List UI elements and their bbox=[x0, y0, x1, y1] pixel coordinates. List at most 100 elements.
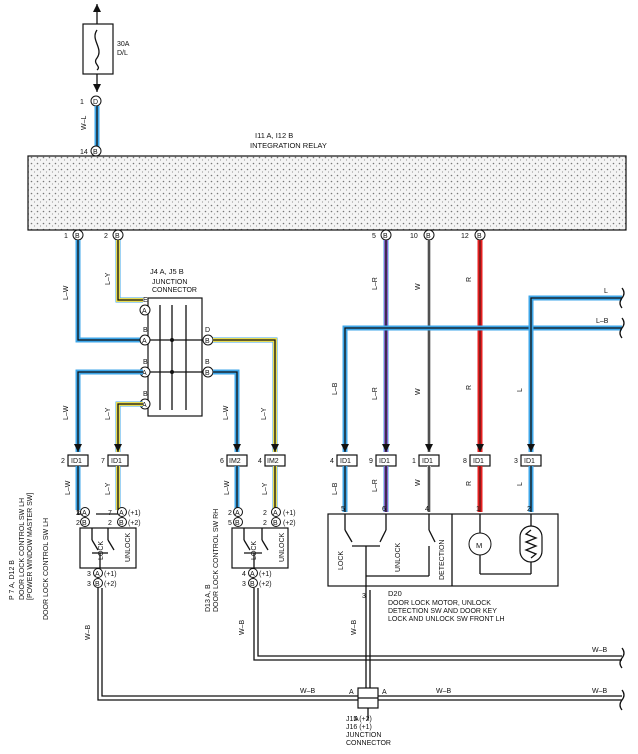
svg-text:4: 4 bbox=[242, 571, 246, 578]
svg-text:9: 9 bbox=[369, 458, 373, 465]
svg-text:5: 5 bbox=[372, 233, 376, 240]
svg-text:(+1): (+1) bbox=[259, 571, 272, 578]
svg-text:IM2: IM2 bbox=[229, 458, 241, 465]
svg-text:R: R bbox=[466, 481, 473, 486]
svg-text:LOCK: LOCK bbox=[338, 551, 345, 570]
svg-text:A: A bbox=[382, 689, 387, 696]
svg-text:B: B bbox=[250, 581, 255, 588]
svg-text:B: B bbox=[205, 370, 210, 377]
svg-text:J15 (+2): J15 (+2) bbox=[346, 716, 372, 723]
svg-text:10: 10 bbox=[410, 233, 418, 240]
svg-text:(+1): (+1) bbox=[104, 571, 117, 578]
fuse-type: D/L bbox=[117, 50, 128, 57]
svg-text:A: A bbox=[235, 510, 240, 517]
svg-text:L–B: L–B bbox=[596, 318, 609, 325]
svg-text:4: 4 bbox=[425, 506, 429, 513]
svg-text:(+1): (+1) bbox=[128, 510, 141, 517]
svg-text:B: B bbox=[82, 520, 87, 527]
junction-label1: JUNCTION bbox=[152, 279, 187, 286]
relay-top-pin: 14 bbox=[80, 149, 88, 156]
fuse-rating: 30A bbox=[117, 41, 130, 48]
svg-text:L–R: L–R bbox=[372, 387, 379, 400]
svg-text:R: R bbox=[466, 277, 473, 282]
wire-label-wl: W–L bbox=[81, 116, 88, 131]
svg-text:A: A bbox=[142, 370, 147, 377]
svg-text:LOCK AND UNLOCK SW FRONT LH: LOCK AND UNLOCK SW FRONT LH bbox=[388, 616, 505, 623]
svg-text:3: 3 bbox=[514, 458, 518, 465]
svg-text:(+2): (+2) bbox=[259, 581, 272, 588]
j15-junction-connector: A A A J15 (+2) J16 (+1) JUNCTION CONNECT… bbox=[346, 687, 391, 747]
svg-text:(+1): (+1) bbox=[283, 510, 296, 517]
svg-text:B: B bbox=[75, 233, 80, 240]
svg-text:J16 (+1): J16 (+1) bbox=[346, 724, 372, 731]
svg-text:UNLOCK: UNLOCK bbox=[395, 542, 402, 572]
relay-ids: I11 A, I12 B bbox=[255, 131, 293, 140]
svg-text:6: 6 bbox=[220, 458, 224, 465]
svg-text:LOCK: LOCK bbox=[251, 541, 258, 560]
svg-text:B: B bbox=[119, 520, 124, 527]
svg-text:A: A bbox=[142, 308, 147, 315]
svg-text:B: B bbox=[205, 338, 210, 345]
svg-text:B: B bbox=[273, 520, 278, 527]
svg-text:W: W bbox=[415, 479, 422, 486]
wire-label-lw-3: L–W bbox=[223, 405, 230, 420]
svg-text:(+2): (+2) bbox=[104, 581, 117, 588]
integration-relay bbox=[27, 155, 627, 231]
svg-text:B: B bbox=[143, 359, 148, 366]
svg-text:L–B: L–B bbox=[332, 382, 339, 395]
d13-code: D13 A, B bbox=[205, 584, 212, 612]
svg-text:L–W: L–W bbox=[224, 480, 231, 495]
svg-text:A: A bbox=[273, 510, 278, 517]
svg-text:W–B: W–B bbox=[239, 620, 246, 636]
svg-text:6: 6 bbox=[382, 506, 386, 513]
svg-text:E: E bbox=[143, 297, 148, 304]
svg-text:W: W bbox=[415, 388, 422, 395]
svg-text:W–B: W–B bbox=[592, 647, 608, 654]
svg-text:7: 7 bbox=[108, 510, 112, 517]
svg-text:ID1: ID1 bbox=[422, 458, 433, 465]
svg-text:3: 3 bbox=[362, 593, 366, 600]
svg-text:B: B bbox=[93, 149, 98, 156]
svg-text:IM2: IM2 bbox=[267, 458, 279, 465]
svg-text:2: 2 bbox=[108, 520, 112, 527]
svg-text:ID1: ID1 bbox=[71, 458, 82, 465]
wire-label-ly-2: L–Y bbox=[105, 407, 112, 420]
svg-text:DOOR LOCK CONTROL SW LH: DOOR LOCK CONTROL SW LH bbox=[19, 498, 26, 600]
wire-label-lw-1: L–W bbox=[63, 285, 70, 300]
svg-text:7: 7 bbox=[101, 458, 105, 465]
svg-text:A: A bbox=[82, 510, 87, 517]
svg-text:B: B bbox=[143, 391, 148, 398]
svg-text:A: A bbox=[95, 571, 100, 578]
d20-door-lock-motor: LOCK UNLOCK DETECTION M 3 D20 DOOR LOCK … bbox=[327, 513, 559, 623]
svg-text:L–R: L–R bbox=[372, 277, 379, 290]
svg-text:B: B bbox=[426, 233, 431, 240]
svg-text:ID1: ID1 bbox=[473, 458, 484, 465]
svg-text:5: 5 bbox=[228, 520, 232, 527]
svg-text:B: B bbox=[95, 581, 100, 588]
svg-text:4: 4 bbox=[330, 458, 334, 465]
svg-text:5: 5 bbox=[341, 506, 345, 513]
connector-row: 2 ID1 7 ID1 6 IM2 4 IM2 4 ID1 9 ID1 1 ID… bbox=[61, 454, 542, 467]
svg-text:2: 2 bbox=[61, 458, 65, 465]
svg-text:L–Y: L–Y bbox=[105, 482, 112, 495]
svg-text:L: L bbox=[517, 388, 524, 392]
svg-text:L–Y: L–Y bbox=[262, 482, 269, 495]
svg-text:L: L bbox=[604, 288, 608, 295]
svg-text:ID1: ID1 bbox=[524, 458, 535, 465]
svg-text:DOOR LOCK CONTROL SW RH: DOOR LOCK CONTROL SW RH bbox=[213, 509, 220, 612]
svg-text:DOOR LOCK CONTROL SW LH: DOOR LOCK CONTROL SW LH bbox=[43, 518, 50, 620]
svg-text:A: A bbox=[119, 510, 124, 517]
wire-label-lw-2: L–W bbox=[63, 405, 70, 420]
svg-text:W–B: W–B bbox=[592, 688, 608, 695]
svg-text:CONNECTOR: CONNECTOR bbox=[346, 740, 391, 747]
svg-text:ID1: ID1 bbox=[111, 458, 122, 465]
svg-text:ID1: ID1 bbox=[379, 458, 390, 465]
svg-text:(+2): (+2) bbox=[283, 520, 296, 527]
svg-text:W–B: W–B bbox=[351, 620, 358, 636]
svg-text:B: B bbox=[235, 520, 240, 527]
svg-text:B: B bbox=[477, 233, 482, 240]
svg-text:B: B bbox=[115, 233, 120, 240]
svg-text:1: 1 bbox=[476, 506, 480, 513]
